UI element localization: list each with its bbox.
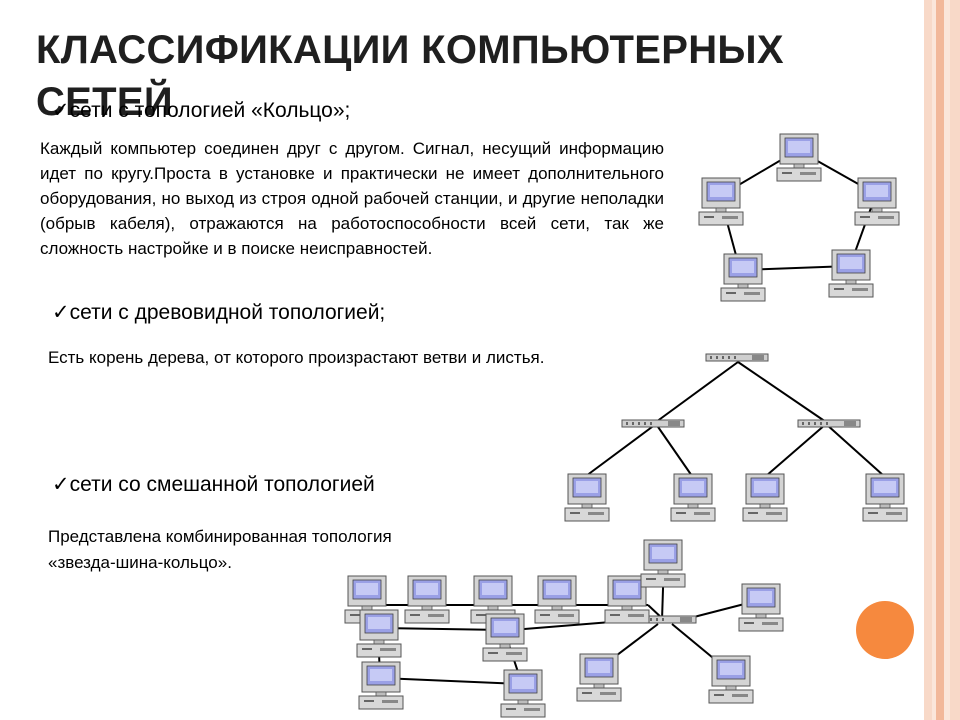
computer-icon [356,609,402,658]
check-icon: ✓ [52,99,70,122]
computer-icon [404,575,450,624]
mixed-heading: сети со смешанной топологией [69,473,375,496]
computer-icon [708,655,754,704]
computer-icon [534,575,580,624]
tree-topology-diagram [585,361,885,477]
computer-icon [776,133,822,182]
computer-icon [482,613,528,662]
ring-bullet: ✓сети с топологией «Кольцо»; [52,99,350,123]
slide-title: КЛАССИФИКАЦИИ КОМПЬЮТЕРНЫХ СЕТЕЙ [36,28,784,124]
computer-icon [670,473,716,522]
computer-icon [742,473,788,522]
computer-icon [720,253,766,302]
decorative-orange-circle [856,601,914,659]
computer-icon [358,661,404,710]
computer-icon [470,575,516,624]
computer-icon [604,575,650,624]
tree-bullet: ✓сети с древовидной топологией; [52,301,385,325]
hub-icon [705,353,769,362]
decorative-side-stripes [924,0,960,720]
mixed-bullet: ✓сети со смешанной топологией [52,473,375,497]
computer-icon [698,177,744,226]
stripe [950,0,960,720]
computer-icon [640,539,686,588]
computer-icon [344,575,390,624]
computer-icon [738,583,784,632]
hub-icon [633,615,697,624]
mixed-description-line-1: Представлена комбинированная топология [48,527,392,546]
stripe [936,0,944,720]
ring-heading: сети с топологией «Кольцо»; [69,99,351,122]
computer-icon [828,249,874,298]
computer-icon [500,669,546,718]
tree-heading: сети с древовидной топологией; [69,301,386,324]
mixed-description-line-2: «звезда-шина-кольцо». [48,553,232,572]
computer-icon [854,177,900,226]
check-icon: ✓ [52,301,70,324]
ring-description: Каждый компьютер соединен друг с другом.… [40,139,664,258]
ring-topology-diagram [719,149,877,271]
stripe [944,0,950,720]
stripe [932,0,936,720]
computer-icon [862,473,908,522]
hub-icon [797,419,861,428]
stripe [924,0,932,720]
tree-description: Есть корень дерева, от которого произрас… [48,348,545,367]
mixed-topology-diagram [352,557,761,685]
check-icon: ✓ [52,473,70,496]
computer-icon [564,473,610,522]
hub-icon [621,419,685,428]
computer-icon [576,653,622,702]
